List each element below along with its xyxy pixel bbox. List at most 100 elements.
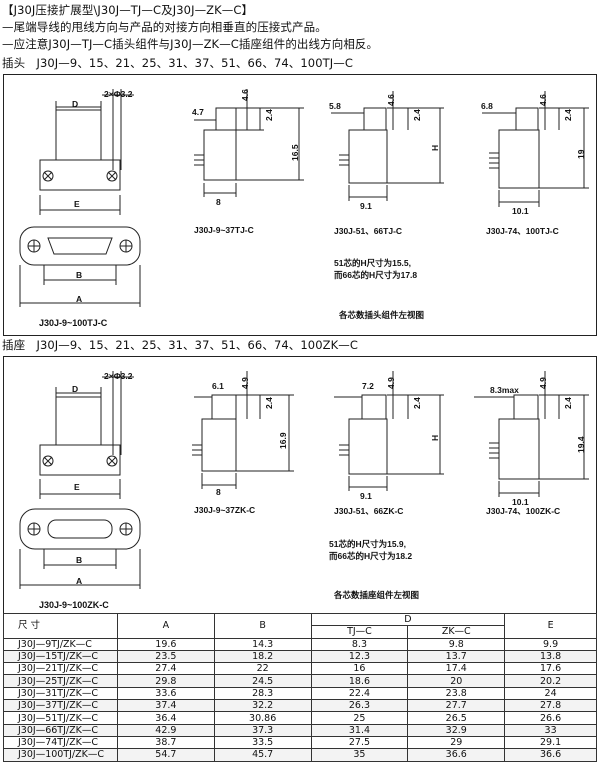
socket-view-note: 各芯数插座组件左视图 [334, 590, 420, 600]
cell-model: J30J—31TJ/ZK—C [3, 686, 118, 701]
cell-d-tj: 8.3 [310, 637, 409, 651]
cell-b: 32.2 [213, 699, 312, 713]
cell-d-tj: 18.6 [310, 674, 409, 688]
plug-models: J30J—9、15、21、25、31、37、51、66、74、100TJ—C [36, 56, 353, 70]
cell-model: J30J—74TJ/ZK—C [3, 735, 118, 750]
cell-model: J30J—21TJ/ZK—C [3, 662, 118, 676]
table-subheader-row: TJ—C ZK—C [4, 625, 597, 639]
cell-d-zk: 32.9 [407, 723, 506, 737]
cell-d-zk: 13.7 [407, 649, 506, 664]
cell-d-zk: 26.5 [407, 711, 506, 725]
socket-label-d: D [72, 384, 79, 394]
cell-model: J30J—100TJ/ZK—C [3, 748, 118, 762]
socket-drawing-panel: D 2×Φ3.2 E B A J30J-9~100ZK-C 6.1 4.9 2.… [3, 356, 597, 614]
cell-b: 45.7 [213, 748, 312, 762]
cell-model: J30J—25TJ/ZK—C [3, 674, 118, 688]
plug-label-b: B [76, 270, 83, 280]
cell-b: 28.3 [213, 686, 312, 701]
cell-b: 30.86 [213, 711, 312, 725]
socket-s2-wbot: 9.1 [360, 491, 372, 501]
plug-front-outline [19, 226, 141, 266]
cell-d-tj: 25 [310, 711, 409, 725]
cell-b: 22 [213, 662, 312, 676]
cell-d-zk: 36.6 [407, 748, 506, 762]
cell-model: J30J—15TJ/ZK—C [3, 649, 118, 664]
plug-s2-caption: J30J-51、66TJ-C [334, 226, 403, 236]
col-b: B [213, 613, 312, 639]
plug-drawing-panel: D 2×Φ3.2 E B A J30J-9~100TJ-C 4.7 4.6 2.… [3, 74, 597, 336]
plug-label-a: A [76, 294, 83, 304]
cell-model: J30J—51TJ/ZK—C [3, 711, 118, 725]
plug-s1-wbot: 8 [216, 197, 221, 207]
cell-b: 33.5 [213, 735, 312, 750]
table-header-row: 尺 寸 A B D E [3, 612, 597, 639]
cell-model: J30J—37TJ/ZK—C [3, 699, 118, 713]
socket-label-holes: 2×Φ3.2 [104, 371, 133, 381]
socket-s3-d2: 2.4 [563, 397, 573, 409]
cell-model: J30J—66TJ/ZK—C [3, 723, 118, 737]
socket-s2-h: H [430, 434, 440, 441]
plug-drawing [19, 89, 589, 307]
cell-d-tj: 26.3 [310, 699, 409, 713]
socket-s2-d1: 4.9 [386, 377, 396, 389]
plug-s2-wbot: 9.1 [360, 201, 372, 211]
plug-s1-h: 16.5 [290, 144, 300, 161]
cell-d-zk: 17.4 [407, 662, 506, 676]
socket-s2-caption: J30J-51、66ZK-C [334, 506, 404, 516]
socket-s1-wtop: 6.1 [212, 381, 224, 391]
plug-s2-d2: 2.4 [412, 109, 422, 121]
cell-d-tj: 22.4 [310, 686, 409, 701]
plug-s3-wtop: 6.8 [481, 101, 493, 111]
socket-s2-d2: 2.4 [412, 397, 422, 409]
plug-s3-caption: J30J-74、100TJ-C [486, 226, 559, 236]
cell-e: 9.9 [504, 637, 597, 651]
plug-s3-h: 19 [576, 149, 586, 159]
socket-s1-d1: 4.9 [240, 377, 250, 389]
cell-b: 37.3 [213, 723, 312, 737]
plug-note-2: 而66芯的H尺寸为17.8 [334, 270, 418, 280]
socket-s1-caption: J30J-9~37ZK-C [194, 505, 256, 515]
plug-s1-caption: J30J-9~37TJ-C [194, 225, 254, 235]
plug-s2-h: H [430, 144, 440, 151]
cell-d-tj: 12.3 [310, 649, 409, 664]
cell-e: 20.2 [504, 674, 597, 688]
socket-label-e: E [74, 482, 80, 492]
cell-e: 29.1 [504, 735, 597, 750]
doc-title: 【J30J压接扩展型\J30J—TJ—C及J30J—ZK—C】 [2, 3, 254, 17]
plug-s2-wtop: 5.8 [329, 101, 341, 111]
socket-s1-wbot: 8 [216, 487, 221, 497]
socket-s3-h: 19.4 [576, 436, 586, 453]
socket-main-caption: J30J-9~100ZK-C [39, 600, 109, 610]
cell-d-zk: 27.7 [407, 699, 506, 713]
desc-line-1: —尾端导线的甩线方向与产品的对接方向相垂直的压接式产品。 [2, 20, 327, 34]
socket-s3-caption: J30J-74、100ZK-C [486, 506, 561, 516]
col-d: D [310, 612, 506, 627]
cell-d-zk: 9.8 [407, 637, 506, 651]
cell-b: 14.3 [213, 637, 312, 651]
socket-s1-d2: 2.4 [264, 397, 274, 409]
socket-s2-wtop: 7.2 [362, 381, 374, 391]
socket-drawing [19, 371, 589, 589]
plug-label-d: D [72, 99, 79, 109]
cell-e: 13.8 [504, 649, 597, 664]
plug-s3-d2: 2.4 [563, 109, 573, 121]
cell-a: 29.8 [116, 674, 215, 688]
col-d-zk: ZK—C [407, 625, 506, 639]
plug-s1-d2: 2.4 [264, 109, 274, 121]
cell-a: 33.6 [116, 686, 215, 701]
cell-d-tj: 35 [310, 748, 409, 762]
plug-note-1: 51芯的H尺寸为15.5, [334, 258, 411, 268]
cell-d-zk: 29 [407, 735, 506, 750]
cell-b: 24.5 [213, 674, 312, 688]
cell-a: 42.9 [116, 723, 215, 737]
plug-heading-row: 插头 J30J—9、15、21、25、31、37、51、66、74、100TJ—… [2, 55, 353, 71]
plug-label-e: E [74, 199, 80, 209]
